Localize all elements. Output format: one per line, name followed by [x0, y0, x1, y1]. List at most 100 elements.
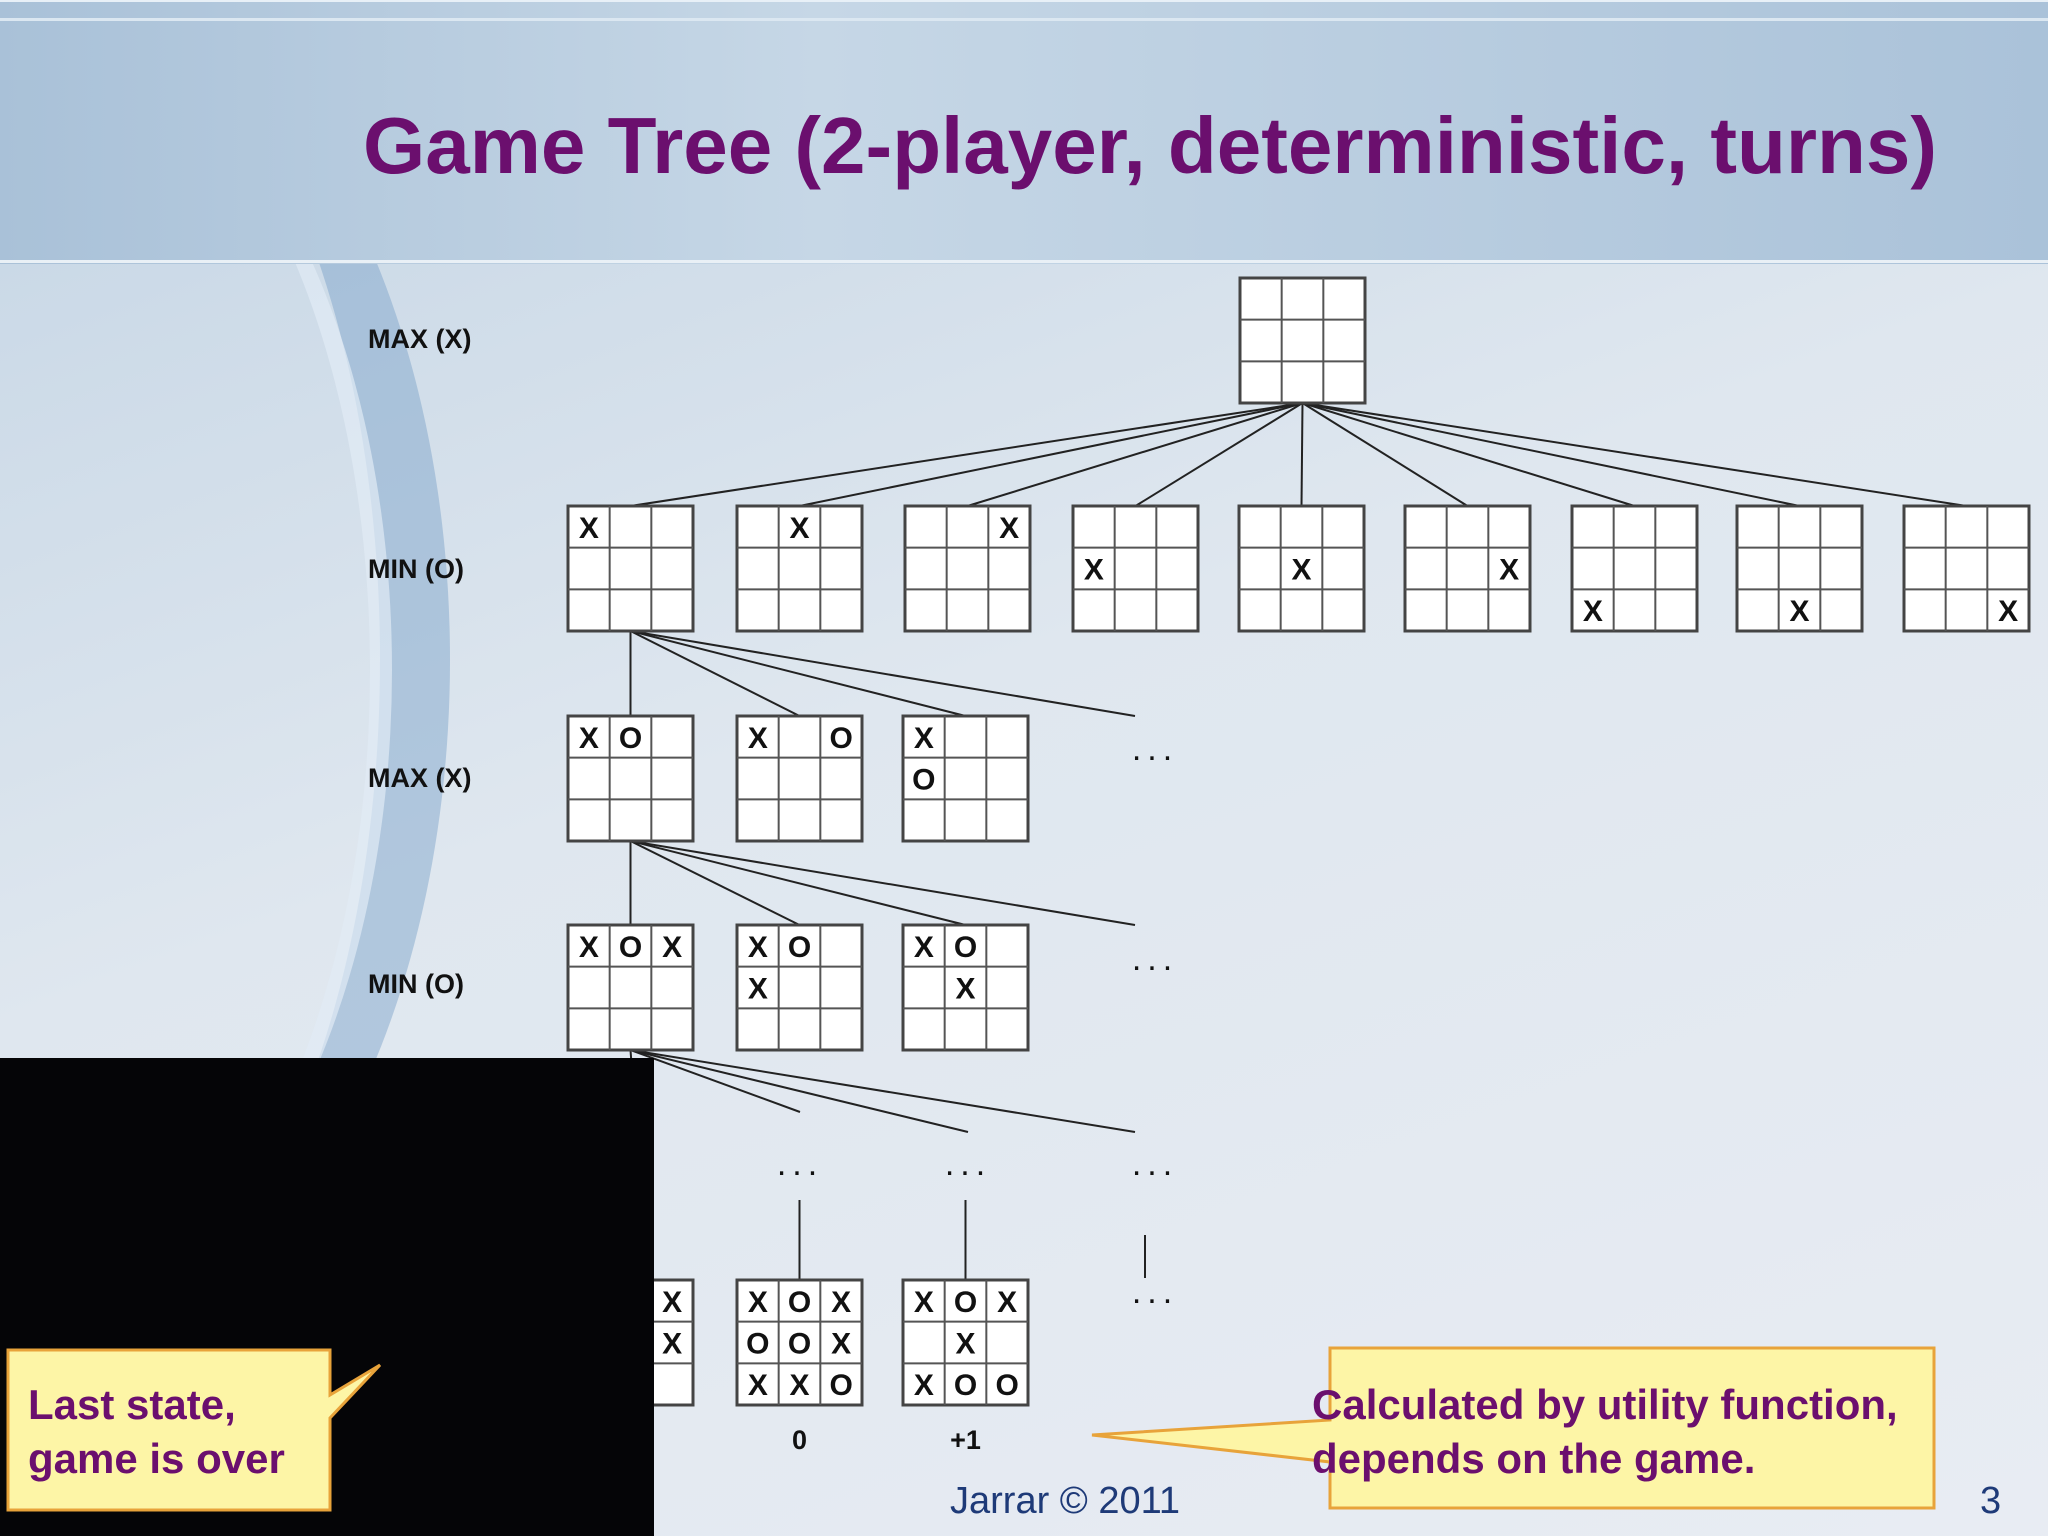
ellipsis-terminal: ...: [1132, 1273, 1178, 1311]
tree-edge: [630, 840, 800, 926]
o-mark: O: [829, 722, 852, 755]
o-mark: O: [954, 931, 977, 964]
tree-edge: [1302, 402, 1967, 507]
level-label-max-1: MAX (X): [368, 324, 472, 354]
x-mark: X: [1998, 595, 2018, 628]
x-mark: X: [662, 1286, 682, 1319]
tree-edge: [967, 402, 1303, 507]
tree-edge: [630, 402, 1303, 507]
board-root: [1238, 276, 1367, 405]
tree-edge: [630, 630, 1136, 717]
tree-edge: [1134, 402, 1304, 507]
x-mark: X: [1499, 554, 1519, 587]
board-min-1-5: X: [1403, 504, 1532, 633]
board-max-2-2: XO: [901, 714, 1030, 843]
x-mark: X: [662, 931, 682, 964]
board-frame: [901, 923, 1030, 1052]
board-frame: [1570, 504, 1699, 633]
board-frame: [1902, 504, 2031, 633]
tree-edge: [630, 1049, 969, 1133]
ellipsis-row-4c: ...: [945, 1145, 991, 1183]
board-frame: [901, 1278, 1030, 1407]
x-mark: X: [1291, 554, 1311, 587]
ellipsis-max-2: ...: [1132, 730, 1178, 768]
tree-edge: [630, 840, 1136, 926]
board-frame: [1237, 504, 1366, 633]
board-frame: [566, 923, 695, 1052]
board-frame: [1735, 504, 1864, 633]
o-mark: O: [788, 931, 811, 964]
board-frame: [566, 504, 695, 633]
slide-title: Game Tree (2-player, deterministic, turn…: [363, 101, 1937, 190]
level-label-min-2: MIN (O): [368, 969, 464, 999]
x-mark: X: [955, 973, 975, 1006]
o-mark: O: [912, 764, 935, 797]
page-number: 3: [1980, 1480, 2002, 1522]
board-min-1-4: X: [1237, 504, 1366, 633]
x-mark: X: [914, 1369, 934, 1402]
board-min-1-7: X: [1735, 504, 1864, 633]
board-frame: [1403, 504, 1532, 633]
level-label-min-1: MIN (O): [368, 554, 464, 584]
ellipsis-min-2: ...: [1132, 940, 1178, 978]
x-mark: X: [748, 722, 768, 755]
tree-edge: [1300, 402, 1304, 507]
x-mark: X: [831, 1328, 851, 1361]
utility-value-2: +1: [950, 1425, 981, 1455]
tree-edge: [799, 402, 1303, 507]
tree-edge: [1301, 402, 1469, 507]
x-mark: X: [1583, 595, 1603, 628]
o-mark: O: [746, 1328, 769, 1361]
x-mark: X: [748, 1369, 768, 1402]
tree-edge: [630, 1049, 1136, 1133]
x-mark: X: [662, 1328, 682, 1361]
tree-edge: [630, 630, 966, 717]
footer-copyright: Jarrar © 2011: [950, 1480, 1181, 1522]
board-frame: [566, 714, 695, 843]
x-mark: X: [999, 512, 1019, 545]
board-min-1-3: X: [1071, 504, 1200, 633]
x-mark: X: [914, 1286, 934, 1319]
x-mark: X: [1084, 554, 1104, 587]
x-mark: X: [789, 1369, 809, 1402]
ellipsis-row-4b: ...: [777, 1145, 823, 1183]
o-mark: O: [788, 1286, 811, 1319]
header-line: [0, 18, 2048, 21]
o-mark: O: [995, 1369, 1018, 1402]
board-frame: [735, 923, 864, 1052]
board-min-1-8: X: [1902, 504, 2031, 633]
o-mark: O: [619, 931, 642, 964]
o-mark: O: [954, 1286, 977, 1319]
o-mark: O: [954, 1369, 977, 1402]
x-mark: X: [579, 722, 599, 755]
board-min-1-0: X: [566, 504, 695, 633]
utility-value-1: 0: [792, 1425, 807, 1455]
tree-edge: [1302, 402, 1635, 507]
board-frame: [1071, 504, 1200, 633]
x-mark: X: [579, 512, 599, 545]
x-mark: X: [955, 1328, 975, 1361]
x-mark: X: [579, 931, 599, 964]
board-min-1-2: X: [903, 504, 1032, 633]
x-mark: X: [748, 931, 768, 964]
tree-edge: [630, 1049, 801, 1113]
tree-edge: [630, 630, 800, 717]
x-mark: X: [914, 931, 934, 964]
header-band: [0, 0, 2048, 264]
x-mark: X: [1789, 595, 1809, 628]
callout-right-text: Calculated by utility function, depends …: [1312, 1381, 1898, 1482]
board-frame: [1238, 276, 1367, 405]
o-mark: O: [829, 1369, 852, 1402]
x-mark: X: [831, 1286, 851, 1319]
x-mark: X: [789, 512, 809, 545]
level-label-max-2: MAX (X): [368, 763, 472, 793]
callout-left-text: Last state, game is over: [28, 1381, 285, 1482]
x-mark: X: [748, 1286, 768, 1319]
